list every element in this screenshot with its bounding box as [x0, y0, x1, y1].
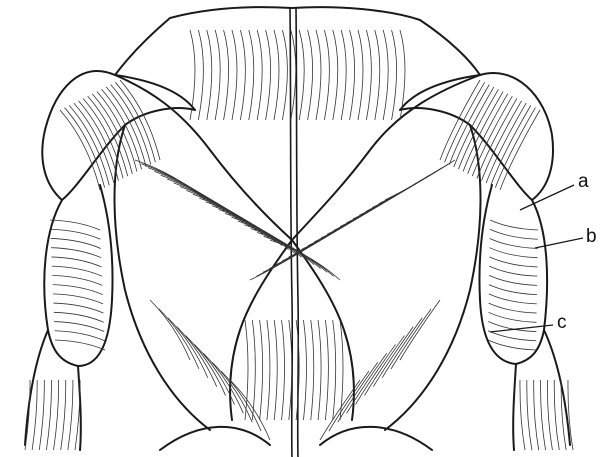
label-c: c — [557, 313, 567, 332]
label-a: a — [578, 172, 589, 191]
label-b: b — [586, 227, 597, 246]
